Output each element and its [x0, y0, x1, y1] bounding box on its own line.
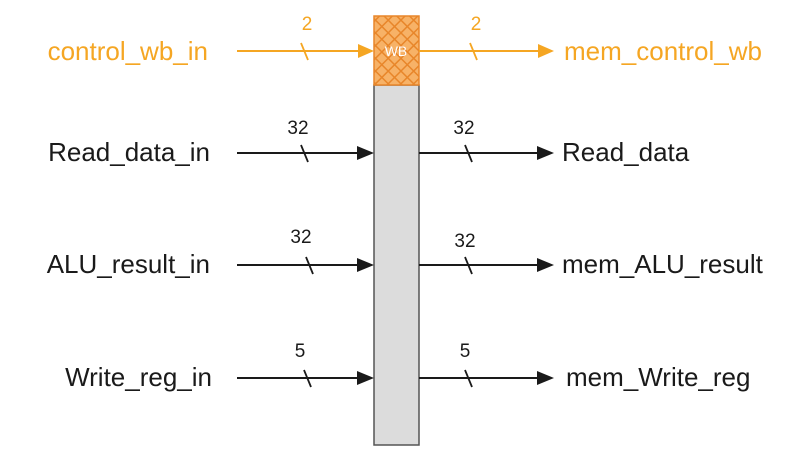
- read-data-output-arrowhead: [537, 146, 554, 160]
- read-data-input-width: 32: [287, 118, 308, 139]
- write-reg-input-width: 5: [295, 341, 306, 362]
- control-wb-input-label: control_wb_in: [48, 36, 208, 66]
- control-wb-output-width: 2: [471, 14, 482, 35]
- read-data-input-arrowhead: [357, 146, 374, 160]
- write-reg-output-arrowhead: [537, 371, 554, 385]
- signal-row-read-data: Read_data_in 32 32 Read_data: [48, 118, 690, 167]
- read-data-output-width-slash: [464, 144, 473, 163]
- control-wb-output-label: mem_control_wb: [564, 36, 762, 66]
- signal-row-alu-result: ALU_result_in 32 32 mem_ALU_result: [47, 227, 764, 279]
- write-reg-input-arrowhead: [357, 371, 374, 385]
- alu-result-output-arrowhead: [537, 258, 554, 272]
- alu-result-input-width-slash: [305, 256, 314, 275]
- read-data-input-label: Read_data_in: [48, 137, 210, 167]
- signal-row-write-reg: Write_reg_in 5 5 mem_Write_reg: [65, 341, 750, 392]
- alu-result-input-arrowhead: [357, 258, 374, 272]
- control-wb-input-width-slash: [300, 42, 309, 61]
- write-reg-output-width-slash: [464, 369, 473, 388]
- pipeline-register-body: [373, 84, 420, 446]
- control-wb-output-width-slash: [469, 42, 478, 61]
- write-reg-input-label: Write_reg_in: [65, 362, 212, 392]
- write-reg-output-width: 5: [460, 341, 471, 362]
- alu-result-output-label: mem_ALU_result: [562, 249, 764, 279]
- alu-result-output-width-slash: [464, 256, 473, 275]
- alu-result-input-label: ALU_result_in: [47, 249, 210, 279]
- control-wb-output-arrowhead: [538, 44, 554, 58]
- write-reg-output-label: mem_Write_reg: [566, 362, 750, 392]
- wb-segment-label: WB: [385, 43, 408, 59]
- read-data-output-width: 32: [453, 118, 474, 139]
- read-data-output-label: Read_data: [562, 137, 690, 167]
- read-data-input-width-slash: [300, 144, 309, 163]
- control-wb-input-arrowhead: [358, 44, 374, 58]
- control-wb-input-width: 2: [302, 14, 313, 35]
- signal-row-control-wb: control_wb_in 2 2 mem_control_wb: [48, 14, 762, 66]
- alu-result-output-width: 32: [454, 231, 475, 252]
- alu-result-input-width: 32: [290, 227, 311, 248]
- write-reg-input-width-slash: [303, 369, 312, 388]
- wb-control-segment: [373, 15, 420, 86]
